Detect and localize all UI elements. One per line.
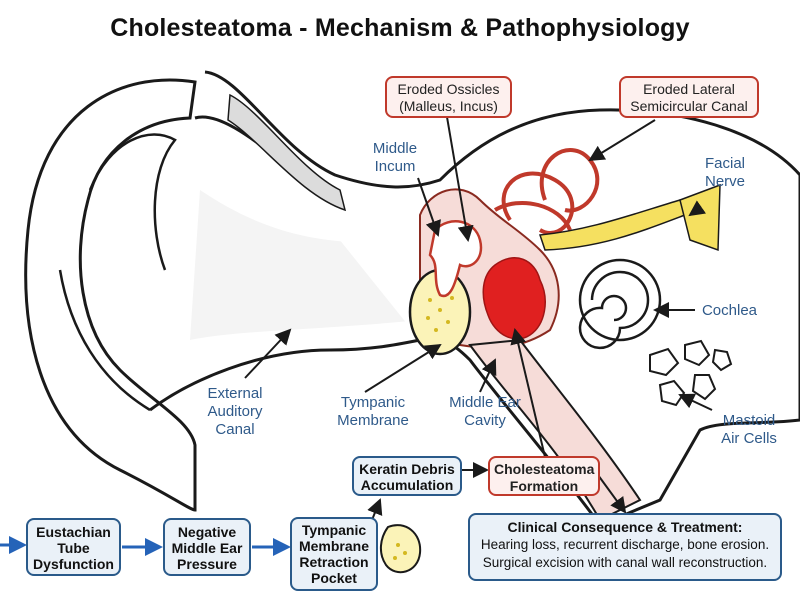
- mastoid-air-cells: [649, 339, 733, 407]
- canal-lower-wall: [149, 338, 421, 412]
- label-facial-nerve: Facial Nerve: [704, 155, 745, 190]
- label-middle-ear-cavity: Middle Ear Cavity: [449, 394, 521, 429]
- flow-retraction-pocket-box: Tympanic Membrane Retraction Pocket: [290, 517, 378, 591]
- clinical-line-1: Hearing loss, recurrent discharge, bone …: [480, 537, 770, 552]
- pinna-fold: [58, 269, 151, 412]
- label-mastoid: Mastoid Air Cells: [721, 412, 777, 447]
- label-eroded-ossicles: Eroded Ossicles (Malleus, Incus): [385, 76, 512, 118]
- clinical-heading: Clinical Consequence & Treatment:: [507, 519, 743, 535]
- flow-keratin-box: Keratin Debris Accumulation: [352, 456, 462, 496]
- label-eroded-canal: Eroded Lateral Semicircular Canal: [619, 76, 759, 118]
- retraction-pocket-icon: [380, 524, 422, 574]
- pinna-outline: [24, 78, 197, 512]
- bone-shade: [227, 93, 347, 212]
- cochlea-shape: [578, 258, 662, 350]
- clinical-line-2: Surgical excision with canal wall recons…: [482, 555, 768, 570]
- label-cochlea: Cochlea: [701, 302, 758, 319]
- flow-cholesteatoma-formation-box: Cholesteatoma Formation: [488, 456, 600, 496]
- cholesteatoma-mass: [482, 257, 546, 340]
- pinna-helix-inner: [88, 133, 177, 271]
- label-middle-incus: Middle Incum: [372, 140, 418, 175]
- page-title: Cholesteatoma - Mechanism & Pathophysiol…: [110, 14, 690, 42]
- clinical-consequence-box: Clinical Consequence & Treatment: Hearin…: [468, 513, 782, 581]
- canal-shade: [190, 190, 420, 340]
- flow-negative-pressure-box: Negative Middle Ear Pressure: [163, 518, 251, 576]
- flow-eustachian-box: Eustachian Tube Dysfunction: [26, 518, 121, 576]
- label-external-canal: External Auditory Canal: [207, 385, 263, 438]
- label-tympanic-membrane: Tympanic Membrane: [337, 394, 409, 429]
